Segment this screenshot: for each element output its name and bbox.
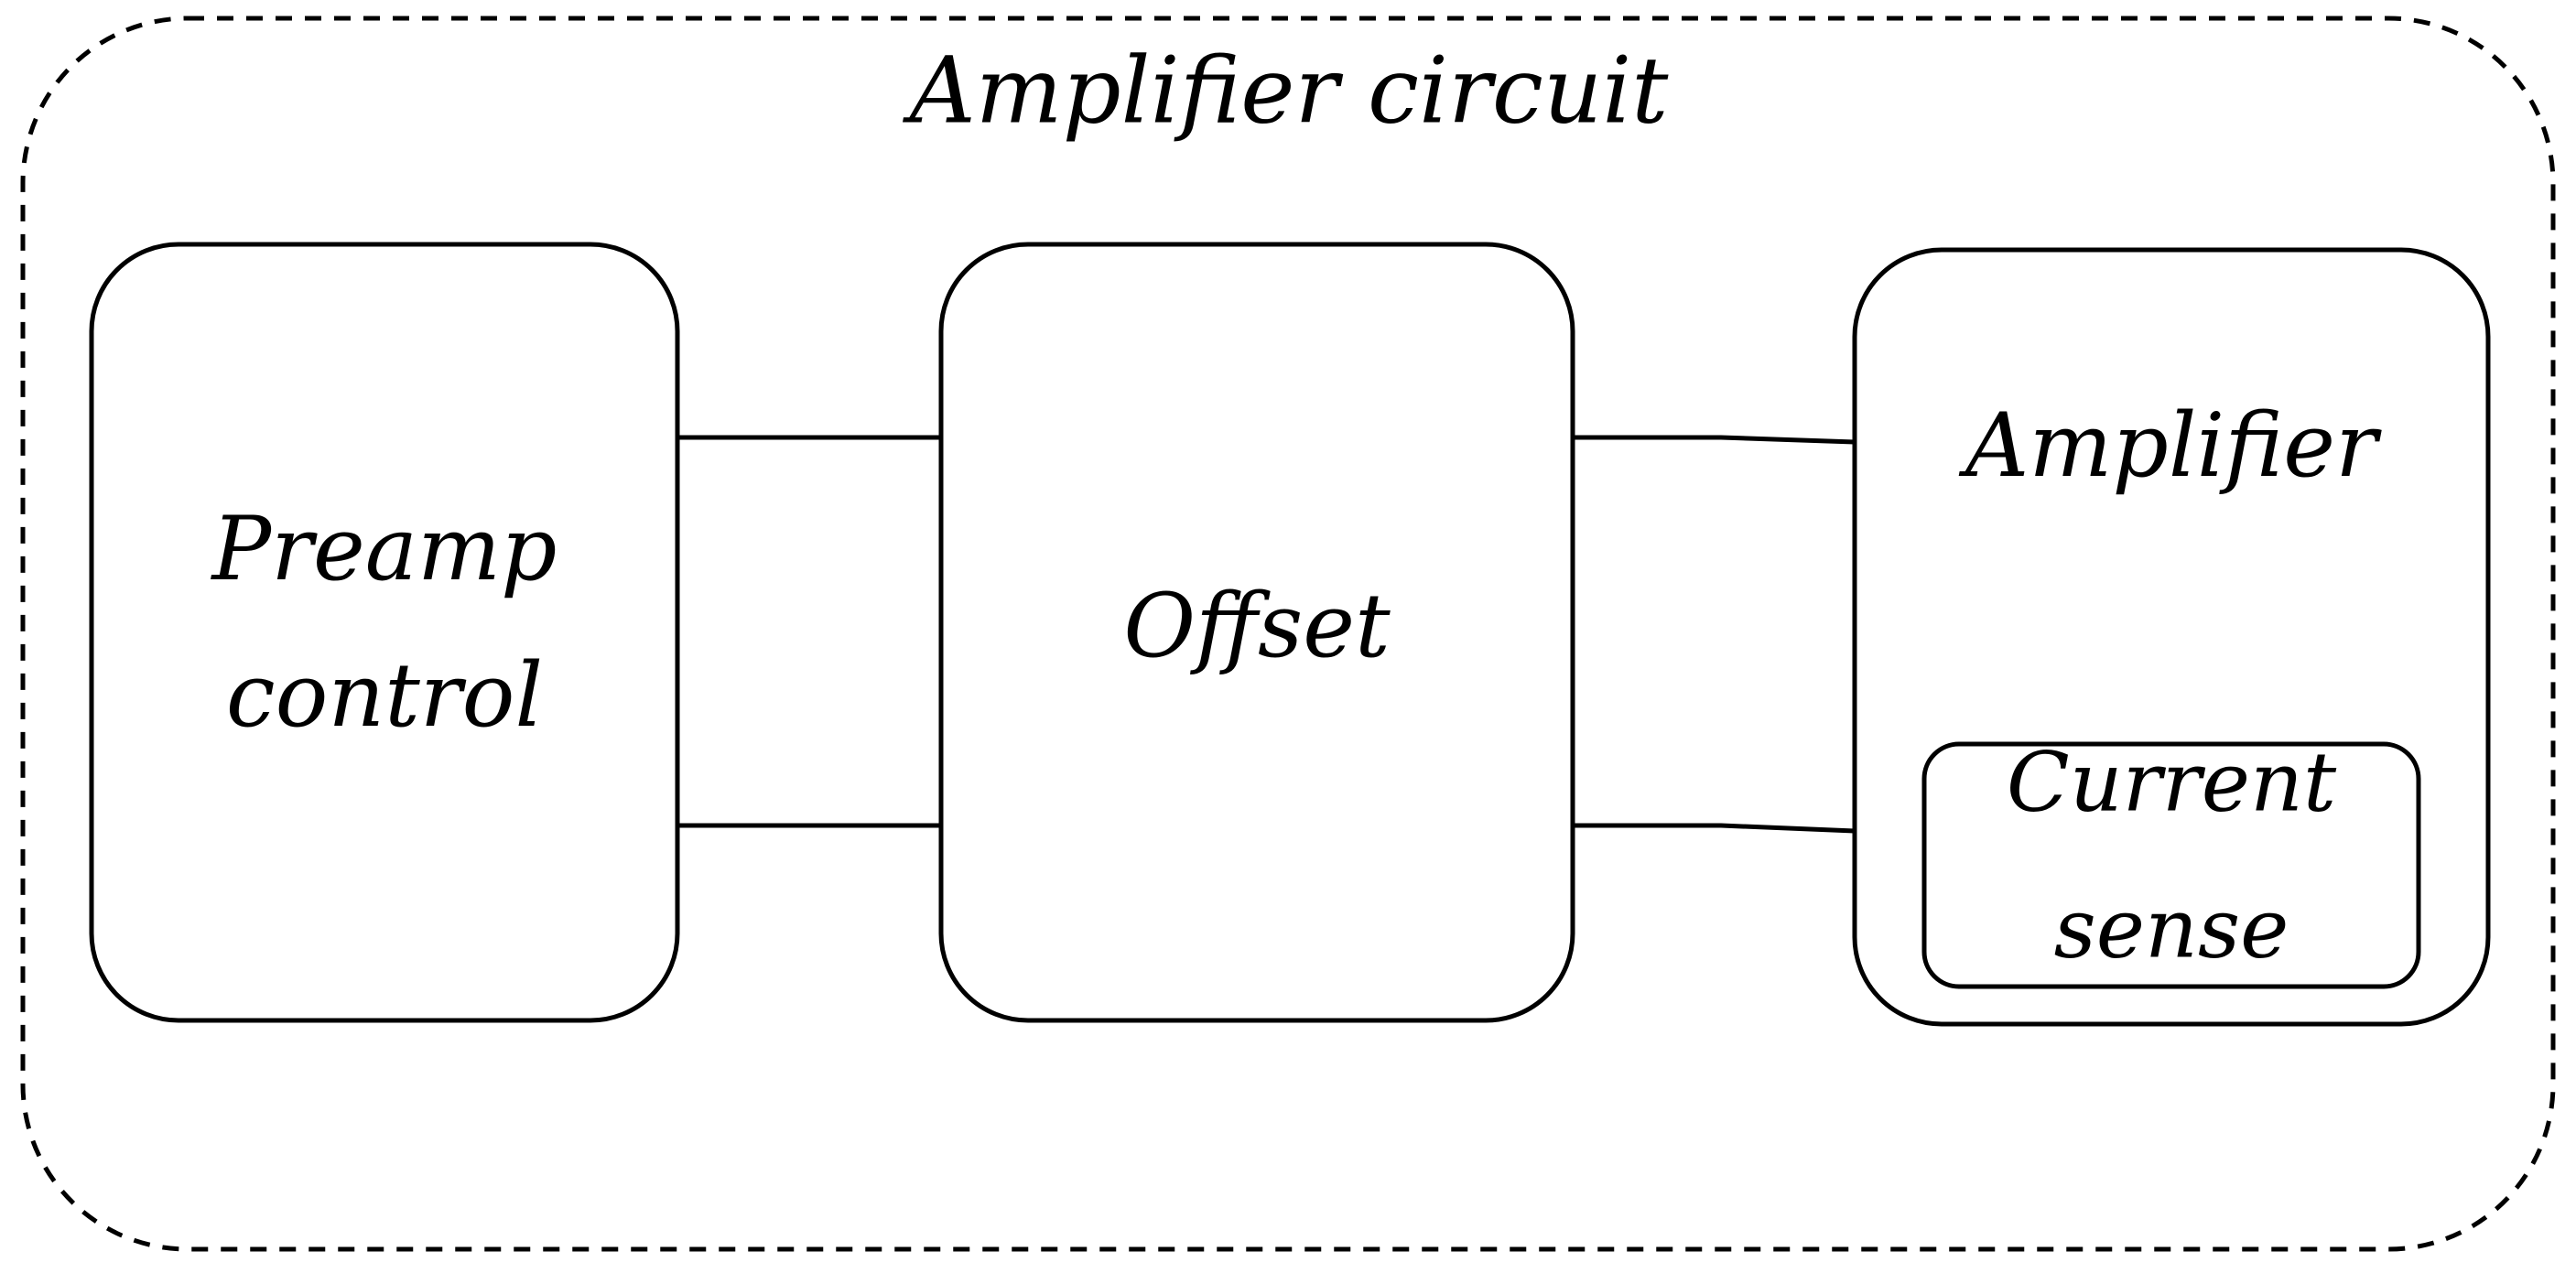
preamp-label-line2: control: [226, 644, 543, 747]
amplifier-block: Amplifier Current sense: [1852, 247, 2491, 1027]
current-sense-box: [1921, 741, 2421, 989]
amplifier-label: Amplifier: [1958, 394, 2382, 497]
preamp-control-box: [89, 242, 680, 1023]
offset-box: [938, 242, 1575, 1023]
current-sense-block: Current sense: [1921, 734, 2421, 989]
offset-label: Offset: [1123, 575, 1391, 677]
offset-block: Offset: [938, 242, 1575, 1023]
preamp-control-block: Preamp control: [89, 242, 680, 1023]
container-label: Amplifier circuit: [903, 38, 1670, 145]
connector-offset-amplifier-top: [1573, 435, 1856, 445]
current-sense-label-line2: sense: [2054, 880, 2289, 976]
current-sense-label-line1: Current: [2007, 734, 2337, 830]
connector-offset-amplifier-bottom: [1573, 823, 1856, 834]
amplifier-circuit-container: [20, 16, 2556, 1252]
preamp-label-line1: Preamp: [210, 498, 557, 600]
